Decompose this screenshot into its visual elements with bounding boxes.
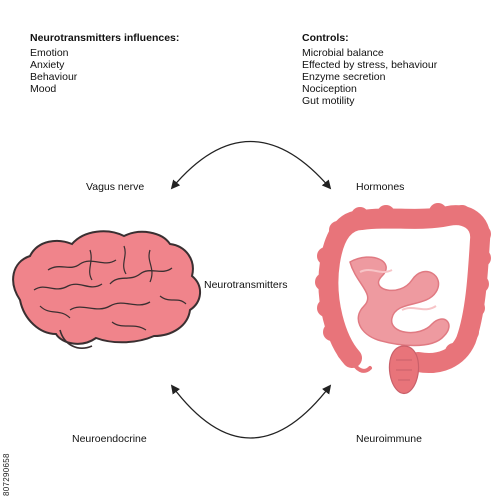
list-item: Nociception bbox=[302, 83, 357, 95]
cycle-arrow-top-icon bbox=[170, 141, 332, 190]
neurotransmitters-label: Neurotransmitters bbox=[204, 279, 288, 291]
list-item: Mood bbox=[30, 83, 57, 95]
vagus-nerve-label: Vagus nerve bbox=[86, 181, 145, 193]
hormones-label: Hormones bbox=[356, 181, 405, 193]
controls-title: Controls: bbox=[302, 32, 349, 44]
brain-icon bbox=[12, 230, 201, 349]
neurotransmitter-influences-title: Neurotransmitters influences: bbox=[30, 32, 180, 44]
cycle-arrow-bottom-icon bbox=[170, 384, 332, 439]
list-item: Behaviour bbox=[30, 71, 78, 83]
list-item: Enzyme secretion bbox=[302, 71, 386, 83]
intestine-icon bbox=[315, 203, 491, 395]
neurotransmitter-influences-list: Emotion Anxiety Behaviour Mood bbox=[30, 47, 179, 95]
neuroendocrine-label: Neuroendocrine bbox=[72, 433, 147, 445]
list-item: Anxiety bbox=[30, 59, 65, 71]
list-item: Emotion bbox=[30, 47, 69, 59]
neurotransmitter-influences-block: Neurotransmitters influences: Emotion An… bbox=[30, 32, 179, 95]
list-item: Gut motility bbox=[302, 95, 355, 107]
stock-image-id: 807290658 bbox=[2, 453, 11, 496]
neuroimmune-label: Neuroimmune bbox=[356, 433, 422, 445]
list-item: Microbial balance bbox=[302, 47, 384, 59]
controls-block: Controls: Microbial balance Effected by … bbox=[302, 32, 437, 107]
list-item: Effected by stress, behaviour bbox=[302, 59, 438, 71]
controls-list: Microbial balance Effected by stress, be… bbox=[302, 47, 437, 107]
